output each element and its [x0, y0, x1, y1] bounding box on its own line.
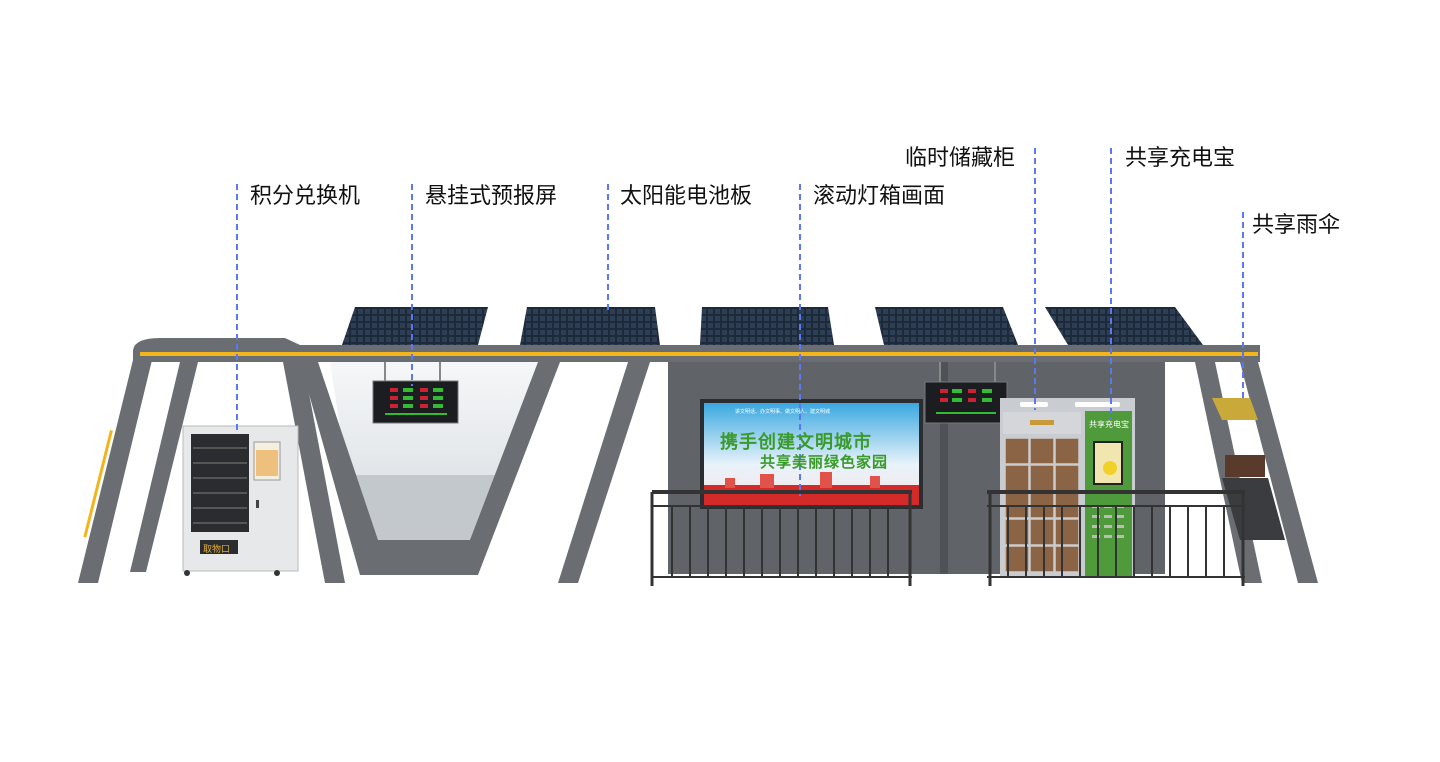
solar-panel: [700, 307, 834, 345]
solar-panels: [342, 307, 1203, 345]
hanging-screen: [372, 362, 459, 424]
pickup-label: 取物口: [203, 545, 231, 555]
solar-panel: [875, 307, 1018, 345]
label-power-bank: 共享充电宝: [1125, 146, 1236, 171]
leader-lines: [236, 148, 1244, 496]
label-storage-locker: 临时储藏柜: [905, 146, 1016, 171]
points-exchange-machine: [182, 425, 299, 576]
label-hanging-screen: 悬挂式预报屏: [425, 184, 558, 209]
hanging-screen: [924, 362, 1008, 424]
label-solar-panel: 太阳能电池板: [620, 184, 753, 209]
umbrella-stand: [1195, 362, 1318, 583]
label-lightbox: 滚动灯箱画面: [813, 184, 946, 209]
roof-stripe: [140, 352, 1258, 356]
billboard-small-line: 讲文明话、办文明事、做文明人、建文明城: [735, 409, 831, 415]
left-frame: [78, 360, 650, 583]
billboard-line1: 携手创建文明城市: [720, 432, 872, 453]
solar-panel: [520, 307, 660, 345]
solar-panel: [1045, 307, 1203, 345]
railing: [650, 490, 1245, 586]
label-umbrella: 共享雨伞: [1252, 213, 1341, 238]
charger-sign: 共享充电宝: [1089, 420, 1129, 429]
label-exchange-machine: 积分兑换机: [250, 184, 361, 209]
billboard-line2: 共享美丽绿色家园: [760, 453, 889, 471]
solar-panel: [342, 307, 488, 345]
